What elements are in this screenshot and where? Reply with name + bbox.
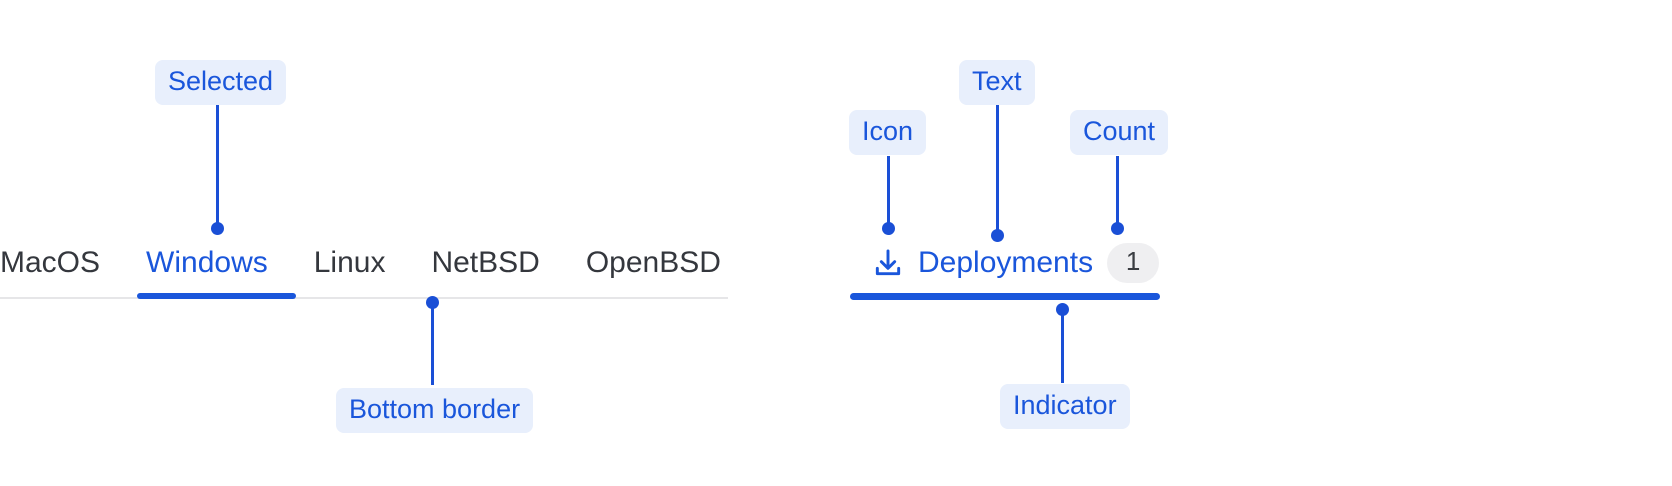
annotation-text: Text (959, 60, 1035, 106)
tab-row: MacOS Windows Linux NetBSD OpenBSD (0, 246, 721, 300)
tab-netbsd-label: NetBSD (431, 246, 540, 279)
leader-dot-icon (882, 222, 895, 235)
tab-linux-label: Linux (313, 246, 386, 279)
tab-macos-label: MacOS (0, 246, 101, 279)
tab-deployments-label: Deployments (918, 245, 1094, 279)
tab-netbsd[interactable]: NetBSD (431, 246, 539, 300)
annotation-selected: Selected (155, 60, 287, 106)
tab-openbsd[interactable]: OpenBSD (586, 246, 721, 300)
leader-line-bottom-border (431, 302, 434, 385)
annotation-bottom-border: Bottom border (336, 388, 534, 434)
leader-line-indicator (1061, 309, 1064, 383)
leader-line-icon (887, 156, 890, 226)
leader-line-selected (216, 105, 219, 225)
tab-active-indicator (850, 293, 1160, 300)
deployments-count-badge: 1 (1107, 243, 1160, 283)
leader-dot-count (1111, 222, 1124, 235)
annotation-count: Count (1070, 110, 1169, 156)
tab-macos[interactable]: MacOS (0, 246, 100, 300)
leader-line-count (1116, 156, 1119, 226)
tab-selected-indicator (137, 293, 296, 299)
tab-windows[interactable]: Windows (146, 246, 268, 300)
leader-dot-selected (211, 222, 224, 235)
leader-line-text (996, 105, 999, 233)
leader-dot-text (991, 229, 1004, 242)
tab-deployments[interactable]: Deployments 1 (872, 243, 1160, 283)
tab-group-os: MacOS Windows Linux NetBSD OpenBSD (0, 246, 728, 310)
tab-openbsd-label: OpenBSD (585, 246, 721, 279)
annotation-icon: Icon (849, 110, 927, 156)
tab-windows-label: Windows (146, 246, 268, 279)
annotation-indicator: Indicator (1000, 384, 1130, 430)
download-icon (872, 247, 904, 279)
tab-linux[interactable]: Linux (314, 246, 386, 300)
tab-bottom-border (0, 297, 728, 299)
